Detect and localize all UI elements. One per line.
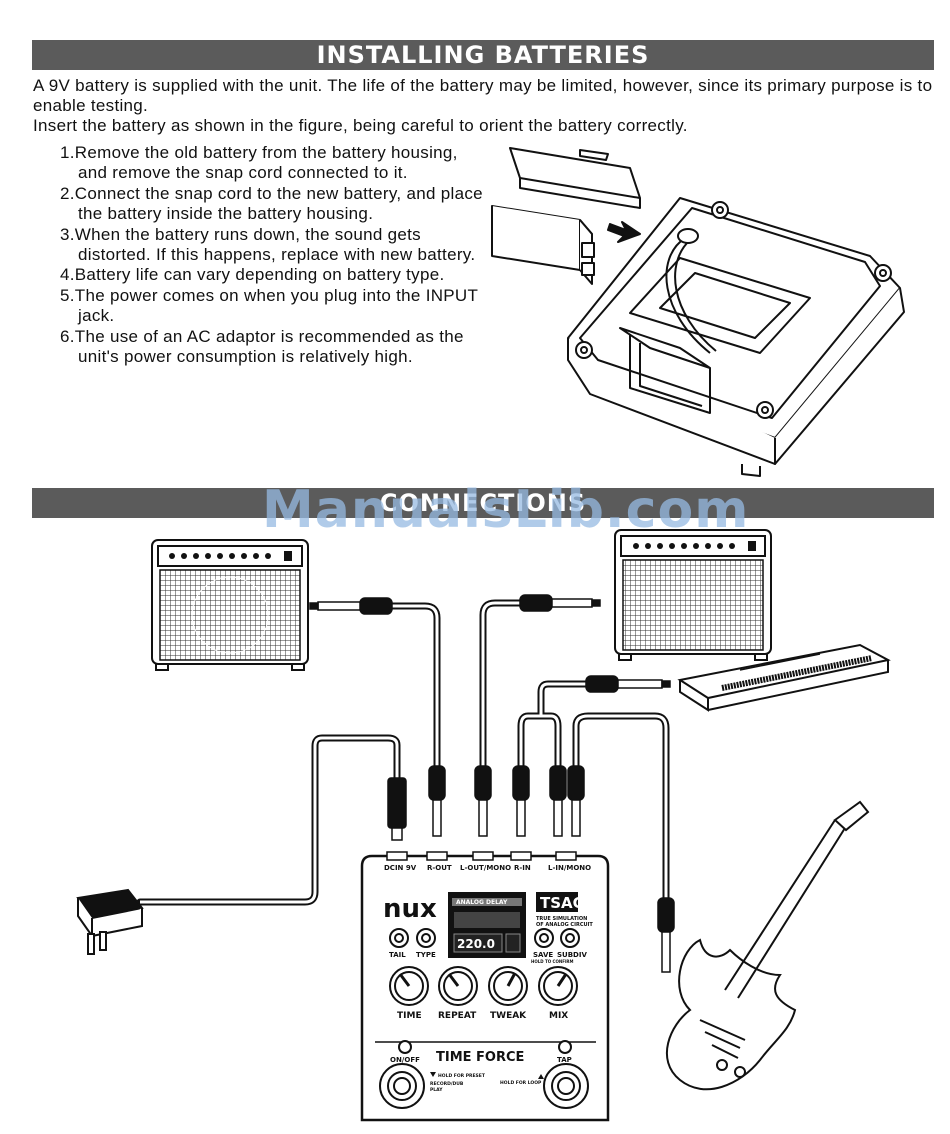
time-force-pedal: DCIN 9V R-OUT L-OUT/MONO R-IN L-IN/MONO … [360,851,610,1122]
knob-label-save: SAVE [533,951,553,959]
electric-guitar-icon [665,800,870,1091]
knob-label-repeat: REPEAT [438,1011,477,1021]
connections-header: CONNECTIONS [32,488,934,518]
jack-label-dcin: DCIN 9V [384,864,417,872]
step-item: 6.The use of an AC adaptor is recommende… [60,326,464,367]
onoff-label: ON/OFF [390,1056,420,1064]
intro-line-2: Insert the battery as shown in the figur… [33,116,688,135]
knob-label-time: TIME [397,1011,422,1021]
tsac-caption-1: TRUE SIMULATION [536,916,587,922]
intro-line-1: A 9V battery is supplied with the unit. … [33,76,933,115]
battery-installation-illustration [491,147,905,477]
tsac-badge: TSAC [540,894,584,912]
step-item: 1.Remove the old battery from the batter… [60,143,458,183]
knob-label-tweak: TWEAK [490,1011,527,1021]
save-caption: HOLD TO CONFIRM [531,959,574,964]
step-item: 5.The power comes on when you plug into … [60,285,478,326]
left-switch-caption-3: PLAY [430,1087,443,1093]
keyboard-icon [677,643,891,712]
left-switch-caption-2: RECORD/DUB [430,1081,464,1087]
left-amplifier-icon [151,539,309,671]
tsac-caption-2: OF ANALOG CIRCUIT [536,922,593,928]
step-item: 2.Connect the snap cord to the new batte… [60,183,483,224]
display-header: ANALOG DELAY [456,899,508,906]
step-item: 3.When the battery runs down, the sound … [60,224,476,265]
jack-label-l-out: L-OUT/MONO [460,864,511,872]
jack-plug-icons-vertical [387,765,675,973]
intro-text: A 9V battery is supplied with the unit. … [33,76,933,136]
jack-plug-icons [309,594,671,693]
battery-steps-list: 1.Remove the old battery from the batter… [60,143,490,367]
display-value: 220.0 [457,937,495,951]
jack-label-l-in: L-IN/MONO [548,864,591,872]
jack-label-r-out: R-OUT [427,864,452,872]
right-switch-caption: HOLD FOR LOOP [500,1080,542,1086]
knob-label-mix: MIX [549,1011,568,1021]
connections-diagram: DCIN 9V R-OUT L-OUT/MONO R-IN L-IN/MONO … [76,529,891,1122]
brand-logo: nux [383,894,437,924]
right-amplifier-icon [614,529,772,661]
ac-adaptor-icon [76,888,144,955]
knob-label-type: TYPE [416,951,436,959]
knob-label-subdiv: SUBDIV [557,951,587,959]
step-item: 4.Battery life can vary depending on bat… [60,265,445,285]
installing-batteries-header: INSTALLING BATTERIES [32,40,934,70]
jack-label-r-in: R-IN [514,864,531,872]
pedal-name: TIME FORCE [436,1050,524,1065]
left-switch-caption-1: HOLD FOR PRESET [438,1073,486,1079]
tap-label: TAP [557,1056,572,1064]
knob-label-tail: TAIL [389,951,406,959]
